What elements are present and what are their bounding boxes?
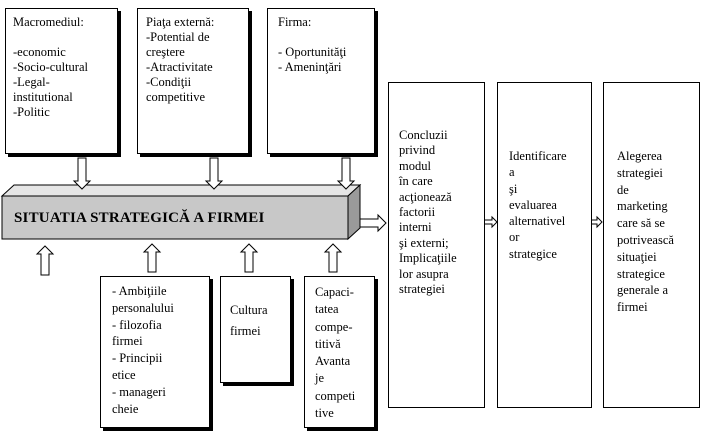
ambitii-box: - Ambiţiile personalului - filozofia fir… — [100, 276, 210, 428]
arrow-down-macromediu — [72, 157, 92, 190]
arrow-right-bar — [359, 213, 387, 233]
macromediu-text: Macromediul: -economic -Socio-cultural -… — [13, 15, 88, 119]
arrow-up-capacitate — [323, 243, 343, 273]
piata-externa-text: Piaţa externă: -Potential de creştere -A… — [146, 15, 215, 104]
ambitii-text: - Ambiţiile personalului - filozofia fir… — [112, 284, 174, 416]
capacitate-box: Capaci- tatea compe- titivă Avanta je co… — [304, 276, 375, 428]
arrow-right-concluzii — [483, 215, 498, 229]
capacitate-text: Capaci- tatea compe- titivă Avanta je co… — [315, 285, 356, 421]
arrow-up-left — [35, 245, 55, 276]
bar-top-face — [0, 184, 362, 197]
arrow-up-ambitii — [142, 243, 162, 273]
firma-box: Firma: - Oportunităţi - Ameninţări — [267, 8, 375, 154]
arrow-down-piata — [204, 157, 224, 190]
strategic-situation-title: SITUATIA STRATEGICĂ A FIRMEI — [14, 210, 265, 226]
concluzii-text: Concluzii privind modul în care acţionea… — [399, 128, 457, 297]
firma-text: Firma: - Oportunităţi - Ameninţări — [278, 15, 347, 74]
arrow-up-cultura — [239, 243, 259, 273]
identificare-box: Identificare a şi evaluarea alternativel… — [497, 82, 592, 408]
cultura-box: Cultura firmei — [220, 276, 291, 383]
piata-externa-box: Piaţa externă: -Potential de creştere -A… — [137, 8, 249, 154]
alegerea-text: Alegerea strategiei de marketing care să… — [617, 149, 674, 315]
macromediu-box: Macromediul: -economic -Socio-cultural -… — [5, 8, 118, 154]
arrow-down-firma — [336, 157, 356, 190]
alegerea-box: Alegerea strategiei de marketing care să… — [603, 82, 700, 408]
identificare-text: Identificare a şi evaluarea alternativel… — [509, 149, 567, 261]
bar-front-face — [1, 195, 349, 240]
cultura-text: Cultura firmei — [230, 303, 268, 338]
arrow-right-identificare — [590, 215, 603, 229]
concluzii-box: Concluzii privind modul în care acţionea… — [388, 82, 485, 408]
